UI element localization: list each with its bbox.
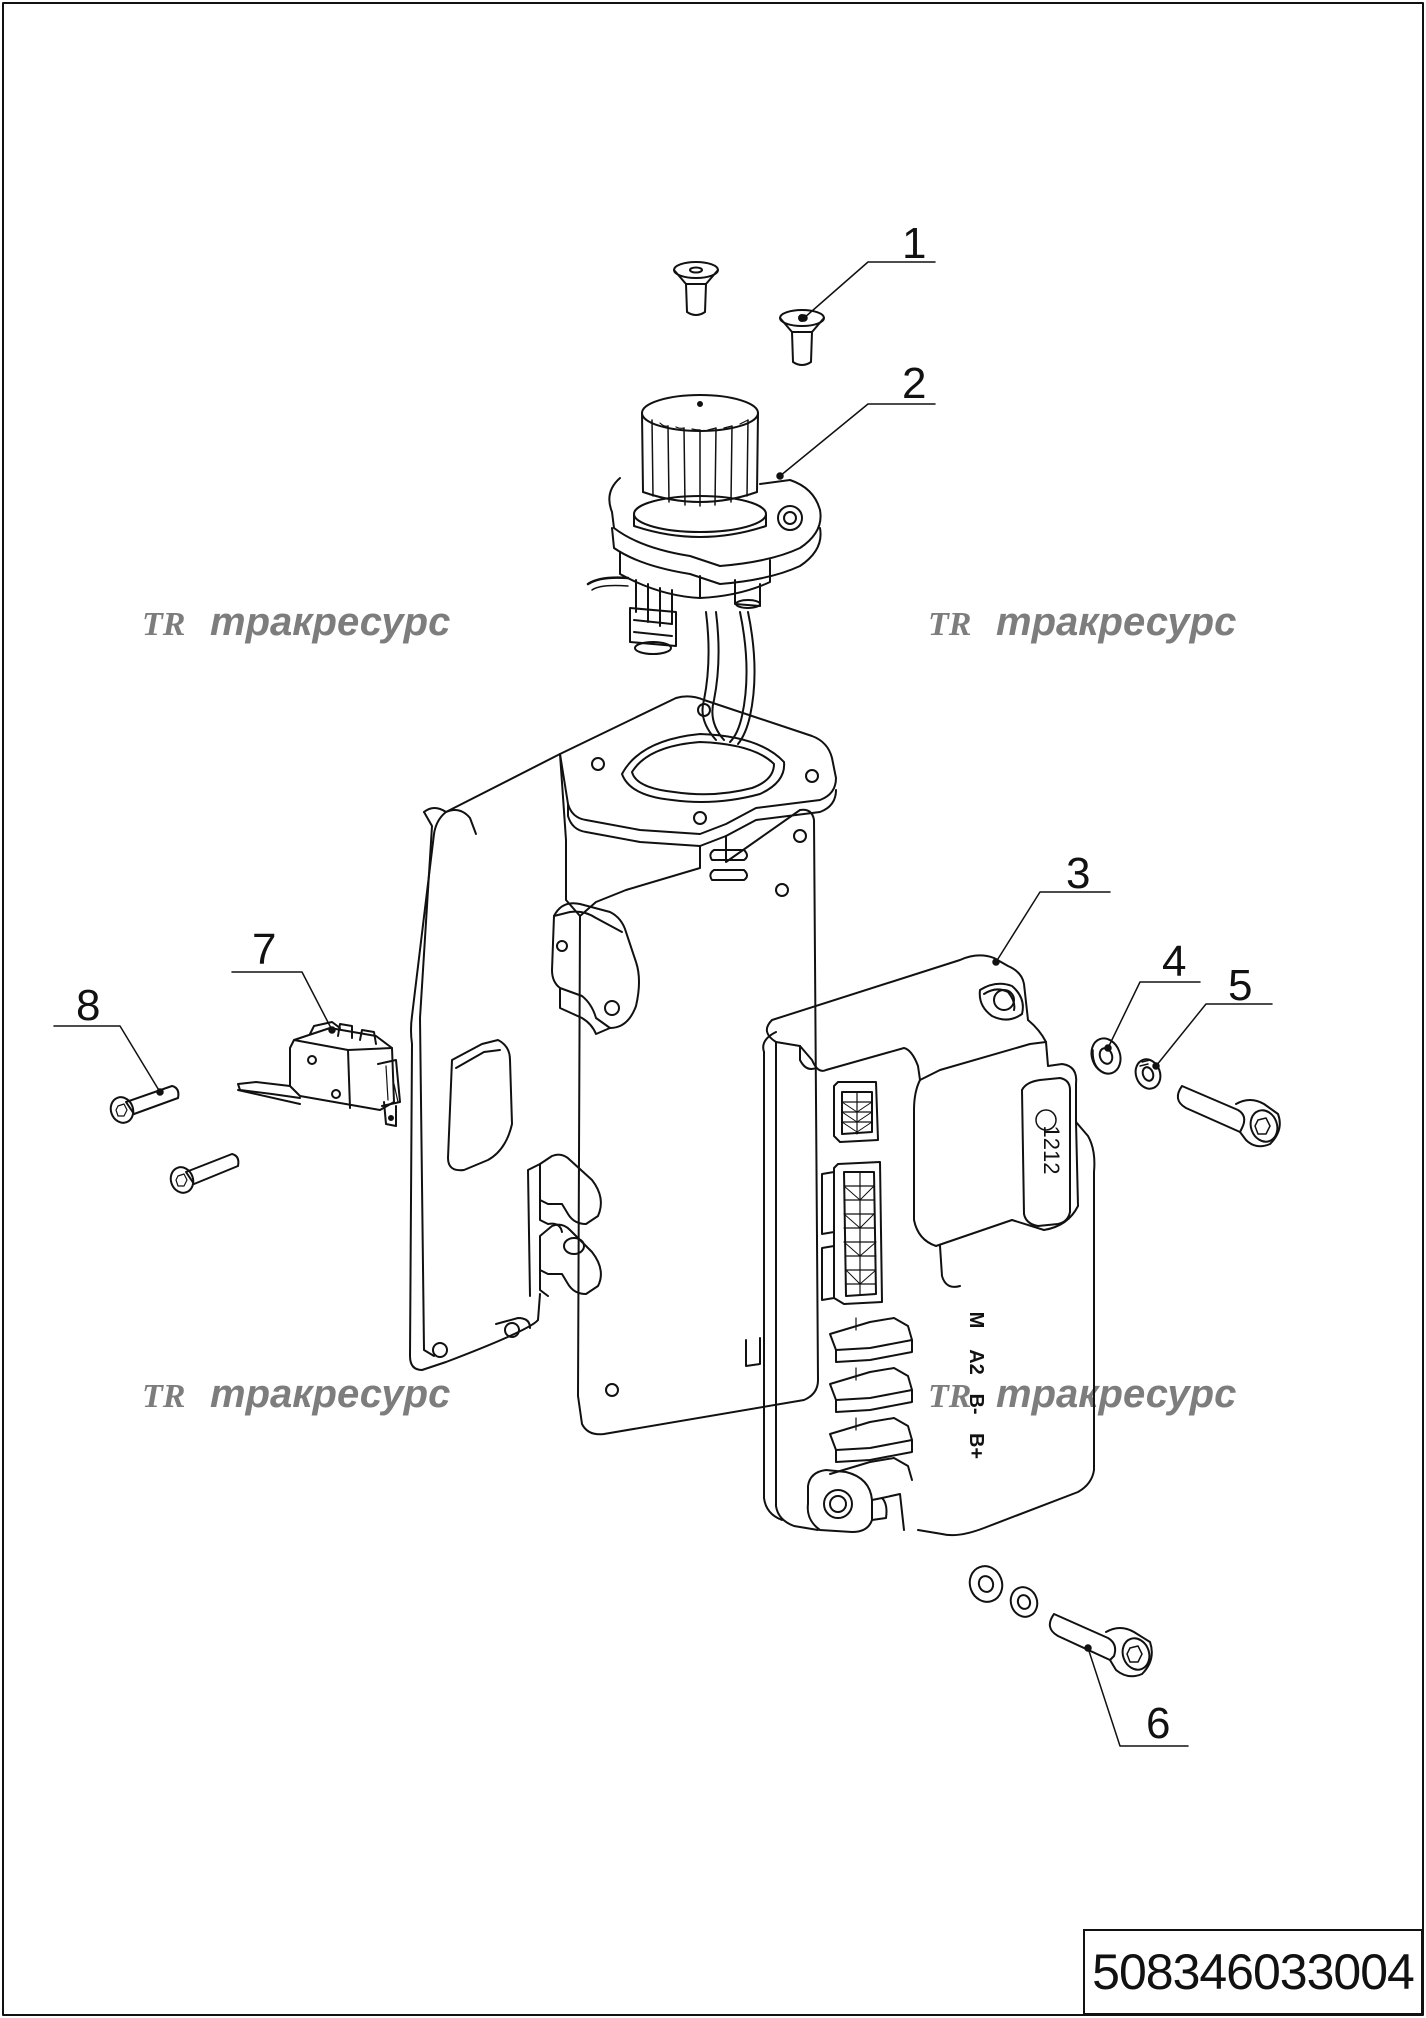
watermark-logo: TR: [928, 606, 971, 643]
terminal-label-m: M: [965, 1312, 987, 1329]
controller-model-text: 1212: [1039, 1126, 1064, 1175]
socket-screw: [109, 1085, 180, 1124]
part-1-countersunk-screws: [673, 261, 825, 366]
callout-8: 8: [76, 981, 100, 1030]
part-3-controller: 1212 M: [762, 954, 1096, 1537]
callout-5: 5: [1228, 961, 1252, 1010]
socket-head-bolt: [1176, 1085, 1281, 1148]
terminal-labels: M A2 B- B+: [965, 1312, 987, 1459]
part-7-microswitch: [237, 1021, 401, 1127]
drawing-code: 508346033004: [1092, 1944, 1415, 2000]
callout-numbers: 1 2 3 4 5 6 7 8: [76, 219, 1252, 1748]
connector-small: [833, 1081, 879, 1143]
terminal-label-b-plus: B+: [965, 1433, 987, 1459]
part-6-bolt-set: [968, 1565, 1153, 1678]
watermark-text: тракресурс: [996, 1372, 1236, 1416]
watermark-bottom-left: TR тракресурс: [142, 1372, 450, 1416]
connector-large: [821, 1161, 883, 1305]
watermark-text: тракресурс: [210, 600, 450, 644]
watermark-text: тракресурс: [210, 1372, 450, 1416]
part-5-spring-washer: [1134, 1058, 1162, 1090]
watermark-logo: TR: [142, 1378, 185, 1415]
watermark-top-left: TR тракресурс: [142, 600, 450, 644]
watermark-logo: TR: [142, 606, 185, 643]
controller-model-label: 1212: [1039, 1126, 1064, 1175]
callout-3: 3: [1066, 849, 1090, 898]
callout-2: 2: [902, 359, 926, 408]
watermark-text: тракресурс: [996, 600, 1236, 644]
part-2-rotary-switch: [586, 394, 822, 745]
watermark-logo: TR: [928, 1378, 971, 1415]
callout-1: 1: [902, 219, 926, 268]
callout-6: 6: [1146, 1699, 1170, 1748]
socket-screw: [169, 1153, 240, 1194]
terminal-label-b-minus: B-: [965, 1393, 987, 1414]
callout-7: 7: [252, 925, 276, 974]
drawing-code-box: 508346033004: [1083, 1929, 1423, 2015]
watermark-top-right: TR тракресурс: [928, 600, 1236, 644]
part-4-flat-washer: [1090, 1037, 1122, 1075]
watermark-bottom-right: TR тракресурс: [928, 1372, 1236, 1416]
power-terminals: [829, 1317, 913, 1481]
callout-4: 4: [1162, 937, 1186, 986]
mounting-bracket: [409, 695, 837, 1436]
leader-lines: [53, 261, 1273, 1747]
terminal-label-a2: A2: [965, 1349, 987, 1375]
countersunk-screw: [673, 261, 719, 316]
part-8-microswitch-screws: [109, 1085, 240, 1194]
